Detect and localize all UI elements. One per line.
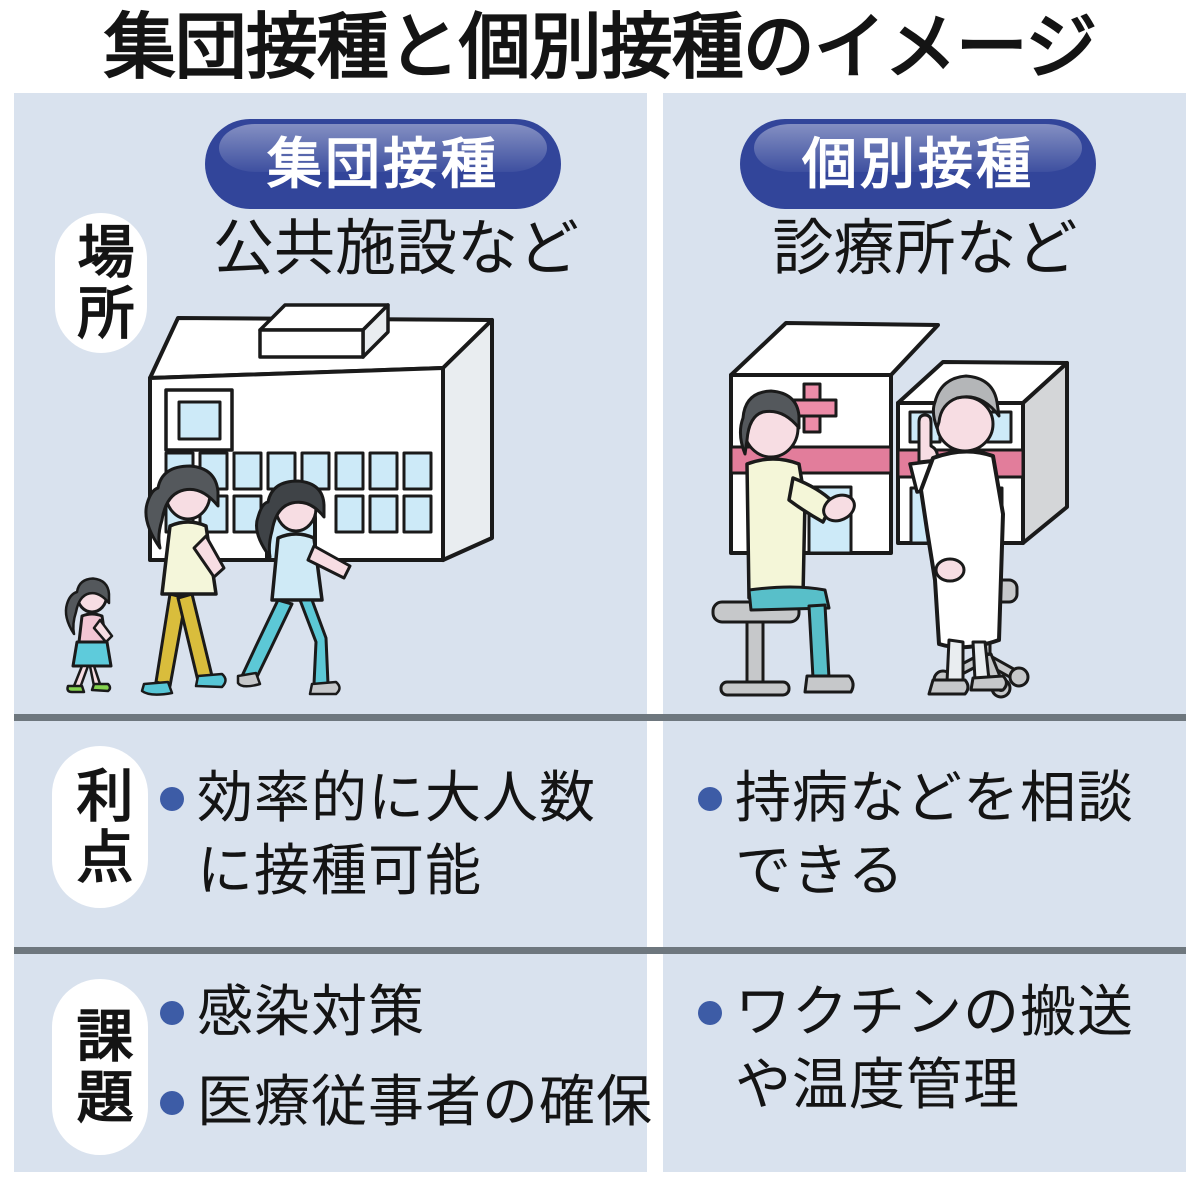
group-vaccination-header-label: 集団接種 xyxy=(266,131,499,196)
medical-cross-icon xyxy=(786,382,838,434)
building-windows xyxy=(164,388,433,534)
patient xyxy=(738,389,856,694)
group-place-text: 公共施設など xyxy=(212,213,579,284)
row-divider-merit-issue xyxy=(14,947,1186,954)
bullet-dot-icon xyxy=(160,787,184,811)
group-merit-text: 効率的に大人数 に接種可能 xyxy=(197,766,596,904)
individual-issue-text: ワクチンの搬送 や温度管理 xyxy=(735,980,1134,1118)
individual-merit-text: 持病などを相談 できる xyxy=(735,766,1134,904)
bullet-dot-icon xyxy=(698,1001,722,1025)
doctor xyxy=(908,374,1008,696)
individual-vaccination-header-pill: 個別接種 xyxy=(740,119,1096,209)
rooftop-box xyxy=(258,303,390,359)
bullet-dot-icon xyxy=(160,1091,184,1115)
individual-merit-item: 持病などを相談 できる xyxy=(698,762,1134,908)
queue-person-tall xyxy=(140,464,227,696)
group-merit-item: 効率的に大人数 に接種可能 xyxy=(160,762,596,908)
group-issue-item-2: 医療従事者の確保 xyxy=(160,1066,653,1139)
group-issue-text-2: 医療従事者の確保 xyxy=(197,1070,653,1135)
individual-place-text: 診療所など xyxy=(772,213,1078,284)
queue-person-boy xyxy=(236,479,352,696)
row-label-issue: 課題 xyxy=(52,979,148,1155)
public-facility-building xyxy=(148,303,494,562)
row-label-place: 場所 xyxy=(55,213,147,353)
stool xyxy=(711,600,801,697)
public-facility-illustration xyxy=(64,303,494,696)
row-label-merit: 利点 xyxy=(52,746,148,908)
bullet-dot-icon xyxy=(698,787,722,811)
clinic-illustration xyxy=(711,321,1069,699)
row-divider-place-merit xyxy=(14,714,1186,721)
group-issue-text-1: 感染対策 xyxy=(197,980,425,1045)
group-issue-item-1: 感染対策 xyxy=(160,976,425,1049)
individual-issue-item: ワクチンの搬送 や温度管理 xyxy=(698,976,1134,1122)
queue-person-woman xyxy=(64,577,114,694)
individual-vaccination-header-label: 個別接種 xyxy=(801,131,1034,196)
bullet-dot-icon xyxy=(160,1001,184,1025)
page-title: 集団接種と個別接種のイメージ xyxy=(103,5,1098,89)
group-vaccination-header-pill: 集団接種 xyxy=(205,119,561,209)
